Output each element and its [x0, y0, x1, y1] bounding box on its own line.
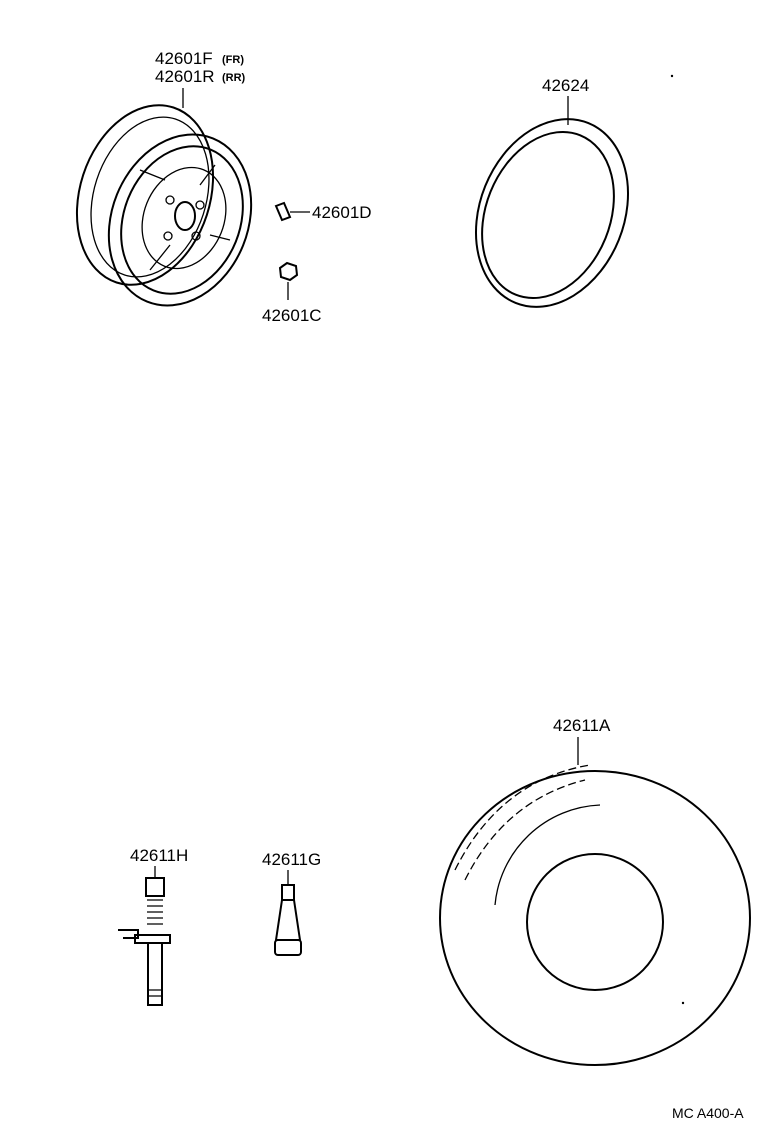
label-42601R: 42601R	[155, 67, 215, 86]
label-42601C: 42601C	[262, 306, 322, 325]
label-42601F: 42601F	[155, 49, 213, 68]
label-42611A: 42611A	[553, 716, 611, 735]
label-42601R-note: (RR)	[222, 72, 246, 84]
hub-nut: 42601C	[262, 261, 322, 325]
tire-drawing: 42611A	[439, 716, 751, 1066]
wheel-drawing: 42601F (FR) 42601R (RR)	[75, 49, 253, 307]
rim-flap-drawing: 42624	[474, 74, 674, 308]
balance-weight: 42601D	[274, 201, 372, 222]
label-42601F-note: (FR)	[222, 54, 244, 66]
label-42624: 42624	[542, 76, 589, 95]
label-42601D: 42601D	[312, 203, 372, 222]
valve-g-drawing: 42611G	[262, 850, 321, 956]
label-42611H: 42611H	[130, 846, 188, 865]
label-42611G: 42611G	[262, 850, 321, 869]
valve-h-drawing: 42611H	[118, 846, 188, 1006]
footer-code: MC A400-A	[672, 1105, 744, 1121]
